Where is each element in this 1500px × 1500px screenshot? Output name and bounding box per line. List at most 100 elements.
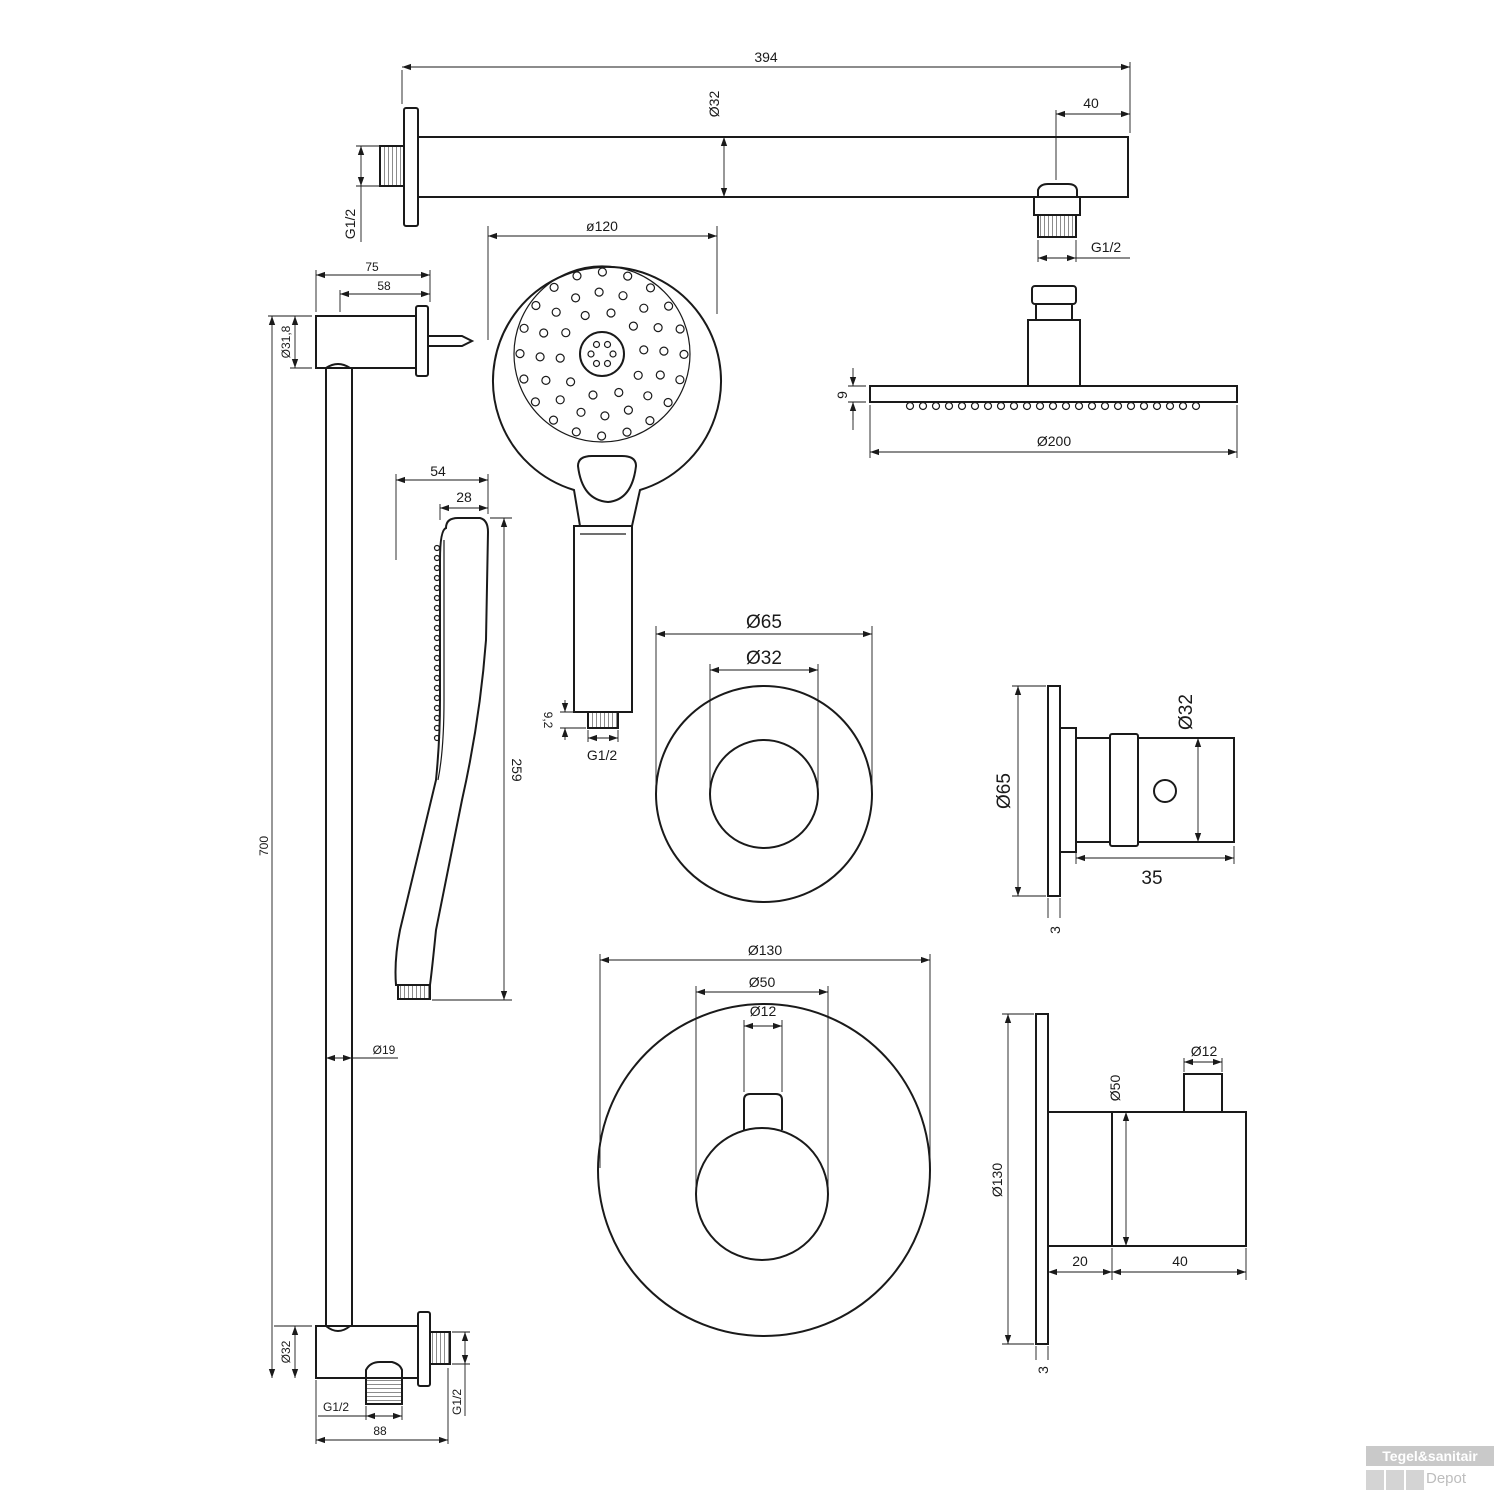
nozzle [555,395,565,405]
head-nozzles [905,401,1201,411]
nozzle [570,293,581,303]
stop-knob [709,739,819,849]
nozzle [1165,401,1175,411]
stop-side-rosette-label: Ø65 [994,773,1015,809]
nozzle [675,324,685,334]
arm-wall-thread-label: G1/2 [342,209,358,240]
nozzle [572,271,582,281]
hand-thread-label: G1/2 [587,747,618,763]
head-plate [869,385,1238,403]
rail-bracket-diameter-label: Ø31,8 [279,325,293,358]
nozzle [1152,401,1162,411]
nozzle [643,391,653,401]
nozzle [433,554,441,562]
watermark-sub: Depot [1426,1470,1467,1487]
hand-diameter-label: ø120 [586,218,618,234]
thermo-side-plate [1035,1013,1049,1345]
nozzle [587,350,595,358]
nozzle [653,323,663,333]
hand-side-width-label: 54 [430,463,446,479]
rail-side-thread-label: G1/2 [450,1389,464,1415]
nozzle [433,734,441,742]
thermo-rosette-label: Ø130 [748,942,782,958]
rail-top-bracket [315,315,417,369]
nozzle [433,714,441,722]
thermo-body [695,1127,829,1261]
nozzle [931,401,941,411]
arm-tube [417,136,1129,198]
nozzle [548,415,559,425]
nozzle [596,431,607,441]
nozzle [541,375,551,385]
nozzle [531,300,541,311]
shower-arm: 394 40 Ø32 G1/2 G1/2 [342,49,1131,262]
nozzle [679,349,689,359]
nozzle [623,271,633,281]
nozzle [633,370,643,380]
thermo-body-label: Ø50 [749,974,776,990]
nozzle [622,427,632,437]
stop-knob-label: Ø32 [746,648,782,669]
thermostat-side: Ø130 Ø50 Ø12 20 40 3 [989,1013,1247,1374]
nozzle [433,664,441,672]
nozzle [655,370,665,380]
stop-side-knob [1137,737,1235,843]
rail-bottom-plate [417,1311,431,1387]
nozzle [592,340,601,349]
nozzle [551,307,561,317]
rail-bottom-thread-label: G1/2 [323,1400,349,1414]
stop-side-depth-label: 35 [1141,868,1162,889]
nozzle [606,308,616,318]
thermostat-front: Ø130 Ø50 Ø12 [597,942,931,1337]
nozzle [433,634,441,642]
nozzle [433,654,441,662]
hand-head-outline [492,265,722,527]
hand-side-outline [394,517,490,986]
nozzle [1048,401,1058,411]
nozzle [433,564,441,572]
nozzle [1022,401,1032,411]
arm-length-label: 394 [754,49,778,65]
stop-rosette-label: Ø65 [746,612,782,633]
nozzle [433,644,441,652]
nozzle [983,401,993,411]
hand-nozzles [515,267,689,441]
arm-outlet-thread [1037,214,1077,238]
rail-bracket-inner-label: 58 [377,279,391,293]
nozzle [433,574,441,582]
nozzle [639,345,649,355]
nozzle [433,594,441,602]
rail-diameter-label: Ø19 [373,1043,396,1057]
thermo-spindle [743,1093,783,1130]
nozzle [663,397,673,408]
nozzle [571,427,581,437]
nozzle [1009,401,1019,411]
nozzle [659,346,669,356]
hand-shower-side: 54 28 259 [394,463,525,1001]
nozzle [433,544,441,552]
nozzle [433,684,441,692]
nozzle [905,401,915,411]
stop-rosette [655,685,873,903]
thermo-side-spindle [1183,1073,1223,1113]
head-shower: 9 Ø200 [834,285,1238,458]
watermark-brand: Tegel&sanitair [1366,1446,1494,1466]
hand-thread [587,711,619,729]
nozzle [433,614,441,622]
nozzle [597,267,608,277]
head-diameter-label: Ø200 [1037,433,1071,449]
hand-side-length-label: 259 [509,758,525,782]
nozzle [957,401,967,411]
wall-thread-hatch [381,147,403,185]
nozzle [433,674,441,682]
hand-button [576,455,638,504]
nozzle [561,328,571,338]
nozzle [576,407,586,417]
rail-top-screw [428,335,475,347]
nozzle [433,624,441,632]
rail-height-label: 700 [257,836,271,856]
stop-side-ring [1109,733,1139,847]
nozzle [1100,401,1110,411]
stop-side-plate-label: 3 [1047,926,1063,934]
